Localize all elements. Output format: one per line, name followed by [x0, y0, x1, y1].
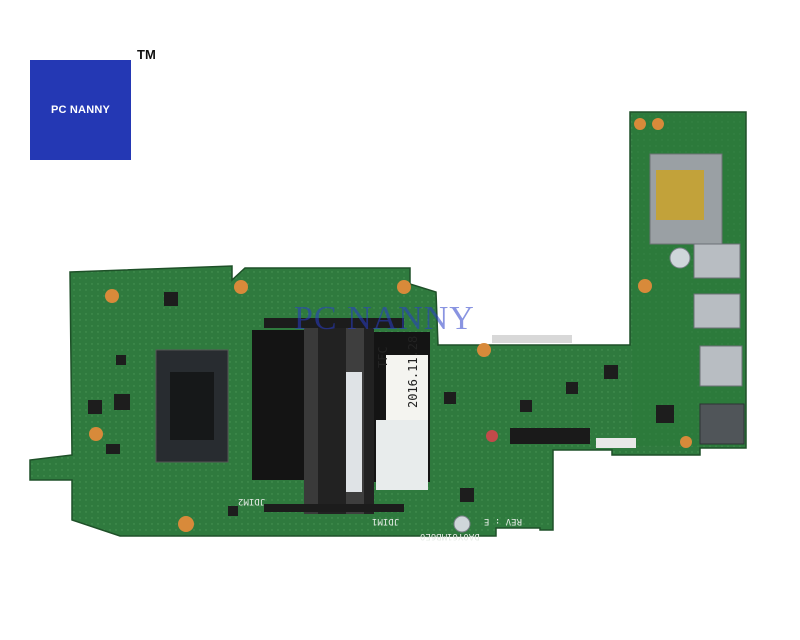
silkscreen-dimm1: JDIM1: [372, 516, 400, 526]
ram-slot-1: [252, 330, 304, 480]
ethernet-port: [699, 403, 745, 445]
m2-slot: [510, 428, 590, 444]
silkscreen-model: DA0Y61MB6E0: [420, 531, 480, 541]
barcode-sticker: [376, 420, 428, 490]
sticker-date-text: 2016.11.28: [406, 335, 420, 408]
silkscreen-dimm2: JDIM2: [238, 496, 266, 506]
usb-port-2: [693, 293, 741, 329]
tfc-sticker: [386, 355, 428, 425]
logo-text: PC NANNY: [50, 104, 111, 116]
trademark-symbol: TM: [137, 47, 156, 62]
watermark-text: PC NANNY: [294, 300, 475, 337]
pc-nanny-logo: PC NANNY: [30, 60, 131, 160]
silkscreen-rev: REV : E: [484, 516, 522, 526]
sticker-tfc-text: TFC: [376, 346, 390, 368]
usb-port-1: [693, 243, 741, 279]
usb-port-3: [699, 345, 743, 387]
